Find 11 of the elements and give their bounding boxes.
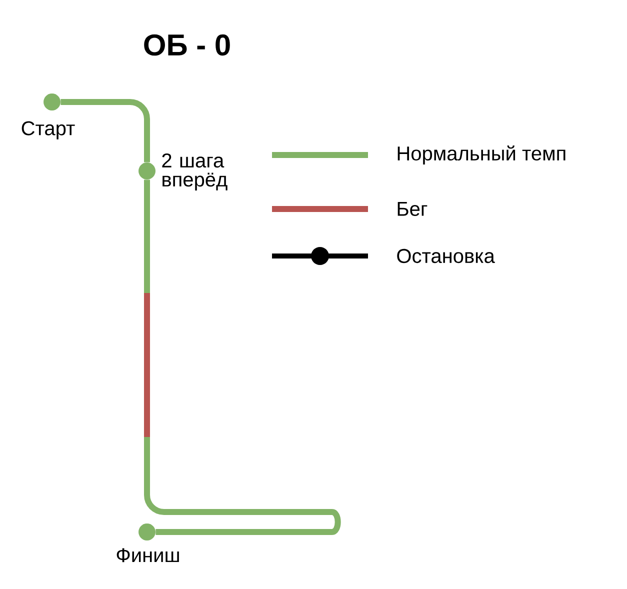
title: ОБ - 0 bbox=[144, 34, 230, 56]
legend-label: Остановка bbox=[397, 248, 495, 264]
node-label: Финиш bbox=[116, 548, 179, 562]
stop-point: Старт bbox=[22, 94, 75, 140]
stop-point: Финиш bbox=[116, 524, 179, 562]
legend-label: Бег bbox=[398, 202, 428, 216]
node-label: Старт bbox=[22, 121, 75, 140]
path-line bbox=[60, 99, 150, 162]
node-label: 2 шага вперёд bbox=[162, 153, 228, 191]
stop-point: 2 шага вперёд bbox=[138, 153, 228, 191]
legend-label: Нормальный темп bbox=[398, 146, 566, 164]
